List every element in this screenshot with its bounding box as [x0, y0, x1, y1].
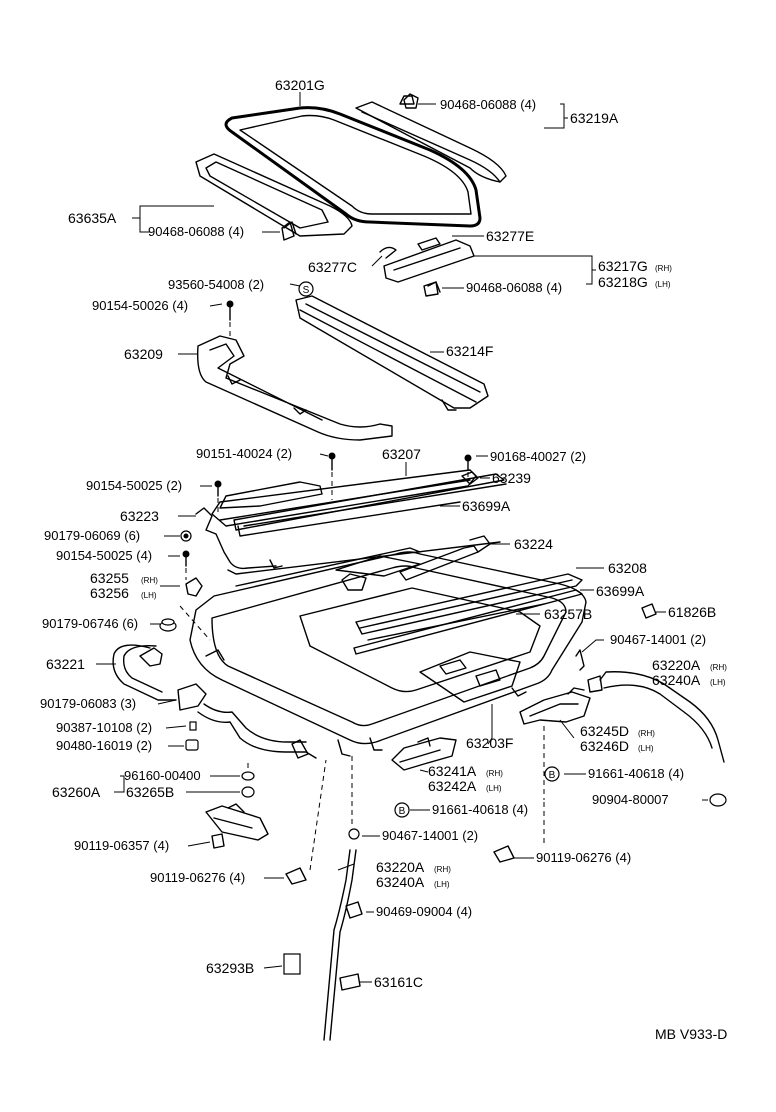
- rail-bracket-drawing: [379, 237, 475, 297]
- label-63246d-side: (LH): [638, 744, 654, 753]
- label-63241a: 63241A: [428, 763, 477, 779]
- label-63635a: 63635A: [68, 210, 117, 226]
- label-63220a-b: 63220A: [376, 859, 425, 875]
- cable-guide-drawing: [399, 535, 491, 581]
- label-90179-c: 90179-06083 (3): [40, 696, 136, 711]
- label-63255: 63255: [90, 570, 129, 586]
- label-90119-a: 90119-06357 (4): [74, 838, 169, 853]
- label-63209: 63209: [124, 346, 163, 362]
- label-63240a-a-side: (LH): [710, 678, 726, 687]
- label-63241a-side: (RH): [486, 769, 503, 778]
- label-63240a-b-side: (LH): [434, 880, 450, 889]
- label-90119-b: 90119-06276 (4): [536, 850, 631, 865]
- label-90480: 90480-16019 (2): [56, 738, 152, 753]
- label-90468-b: 90468-06088 (4): [148, 224, 244, 239]
- label-63223: 63223: [120, 508, 159, 524]
- label-90154-b: 90154-50025 (2): [86, 478, 182, 493]
- label-90168: 90168-40027 (2): [490, 449, 586, 464]
- sunshade-frame-drawing: [196, 335, 393, 441]
- label-90119-c: 90119-06276 (4): [150, 870, 245, 885]
- glass-panel-drawing: [224, 106, 482, 228]
- label-63207: 63207: [382, 446, 421, 462]
- label-90179-b: 90179-06746 (6): [42, 616, 138, 631]
- motor-assembly-drawing: [205, 803, 269, 841]
- label-90467-a: 90467-14001 (2): [610, 632, 706, 647]
- drain-hose-left-drawing: [112, 644, 317, 759]
- label-63239: 63239: [492, 470, 531, 486]
- label-90467-b: 90467-14001 (2): [382, 828, 478, 843]
- label-63699a-a: 63699A: [462, 498, 511, 514]
- fasteners-drawing: [159, 93, 727, 991]
- marker-b-right: B: [549, 770, 556, 781]
- footer-code: MB V933-D: [655, 1026, 727, 1042]
- label-63240a-a: 63240A: [652, 672, 701, 688]
- label-96160: 96160-00400: [124, 768, 201, 783]
- label-63245d: 63245D: [580, 723, 629, 739]
- label-63277c: 63277C: [308, 259, 357, 275]
- label-63219a: 63219A: [570, 110, 619, 126]
- upper-rail-drawing: [195, 469, 507, 570]
- label-61826b: 61826B: [668, 604, 716, 620]
- label-63255-side: (RH): [141, 576, 158, 585]
- label-90468-a: 90468-06088 (4): [440, 97, 536, 112]
- label-90468-c: 90468-06088 (4): [466, 280, 562, 295]
- label-63201g: 63201G: [275, 77, 325, 93]
- marker-s: S: [303, 285, 310, 296]
- label-63214f: 63214F: [446, 343, 493, 359]
- drain-bracket-center-drawing: [391, 737, 457, 771]
- wind-deflector-drawing: [355, 95, 507, 183]
- label-90154-a: 90154-50026 (4): [92, 298, 188, 313]
- label-90469: 90469-09004 (4): [376, 904, 472, 919]
- label-63260a: 63260A: [52, 784, 101, 800]
- label-63161c: 63161C: [374, 974, 423, 990]
- label-63277e: 63277E: [486, 228, 534, 244]
- label-90154-c: 90154-50025 (4): [56, 548, 152, 563]
- label-63220a-a-side: (RH): [710, 663, 727, 672]
- label-63257b: 63257B: [544, 606, 592, 622]
- label-63246d: 63246D: [580, 738, 629, 754]
- label-63245d-side: (RH): [638, 729, 655, 738]
- sunshade-rail-drawing: [295, 295, 489, 411]
- label-91661-b: 91661-40618 (4): [432, 802, 528, 817]
- label-63256: 63256: [90, 585, 129, 601]
- label-63208: 63208: [608, 560, 647, 576]
- leader-lines: [96, 92, 708, 983]
- label-63218g-side: (LH): [655, 280, 671, 289]
- label-63220a-b-side: (RH): [434, 865, 451, 874]
- label-63218g: 63218G: [598, 274, 648, 290]
- drain-hose-long-drawing: [323, 849, 357, 1041]
- label-63265b: 63265B: [126, 784, 174, 800]
- label-63217g-side: (RH): [655, 264, 672, 273]
- label-90179-a: 90179-06069 (6): [44, 528, 140, 543]
- label-63240a-b: 63240A: [376, 874, 425, 890]
- label-63224: 63224: [514, 536, 553, 552]
- marker-b-center: B: [399, 806, 406, 817]
- inner-frame-drawing: [195, 153, 353, 241]
- label-90904: 90904-80007: [592, 792, 669, 807]
- label-93560: 93560-54008 (2): [168, 277, 264, 292]
- drain-bracket-right-drawing: [519, 687, 591, 725]
- label-91661-a: 91661-40618 (4): [588, 766, 684, 781]
- label-90387: 90387-10108 (2): [56, 720, 152, 735]
- label-63220a-a: 63220A: [652, 657, 701, 673]
- label-63242a-side: (LH): [486, 784, 502, 793]
- lower-rail-drawing: [227, 541, 583, 655]
- label-63293b: 63293B: [206, 960, 254, 976]
- markers: S B B: [298, 281, 560, 818]
- label-63699a-b: 63699A: [596, 583, 645, 599]
- label-63256-side: (LH): [141, 591, 157, 600]
- drain-hose-right-drawing: [587, 671, 725, 763]
- part-labels: 63201G 63219A 90468-06088 (4) 63635A 904…: [40, 77, 727, 1042]
- label-63242a: 63242A: [428, 778, 477, 794]
- label-63203f: 63203F: [466, 735, 513, 751]
- label-90151: 90151-40024 (2): [196, 446, 292, 461]
- label-63221: 63221: [46, 656, 85, 672]
- label-63217g: 63217G: [598, 258, 648, 274]
